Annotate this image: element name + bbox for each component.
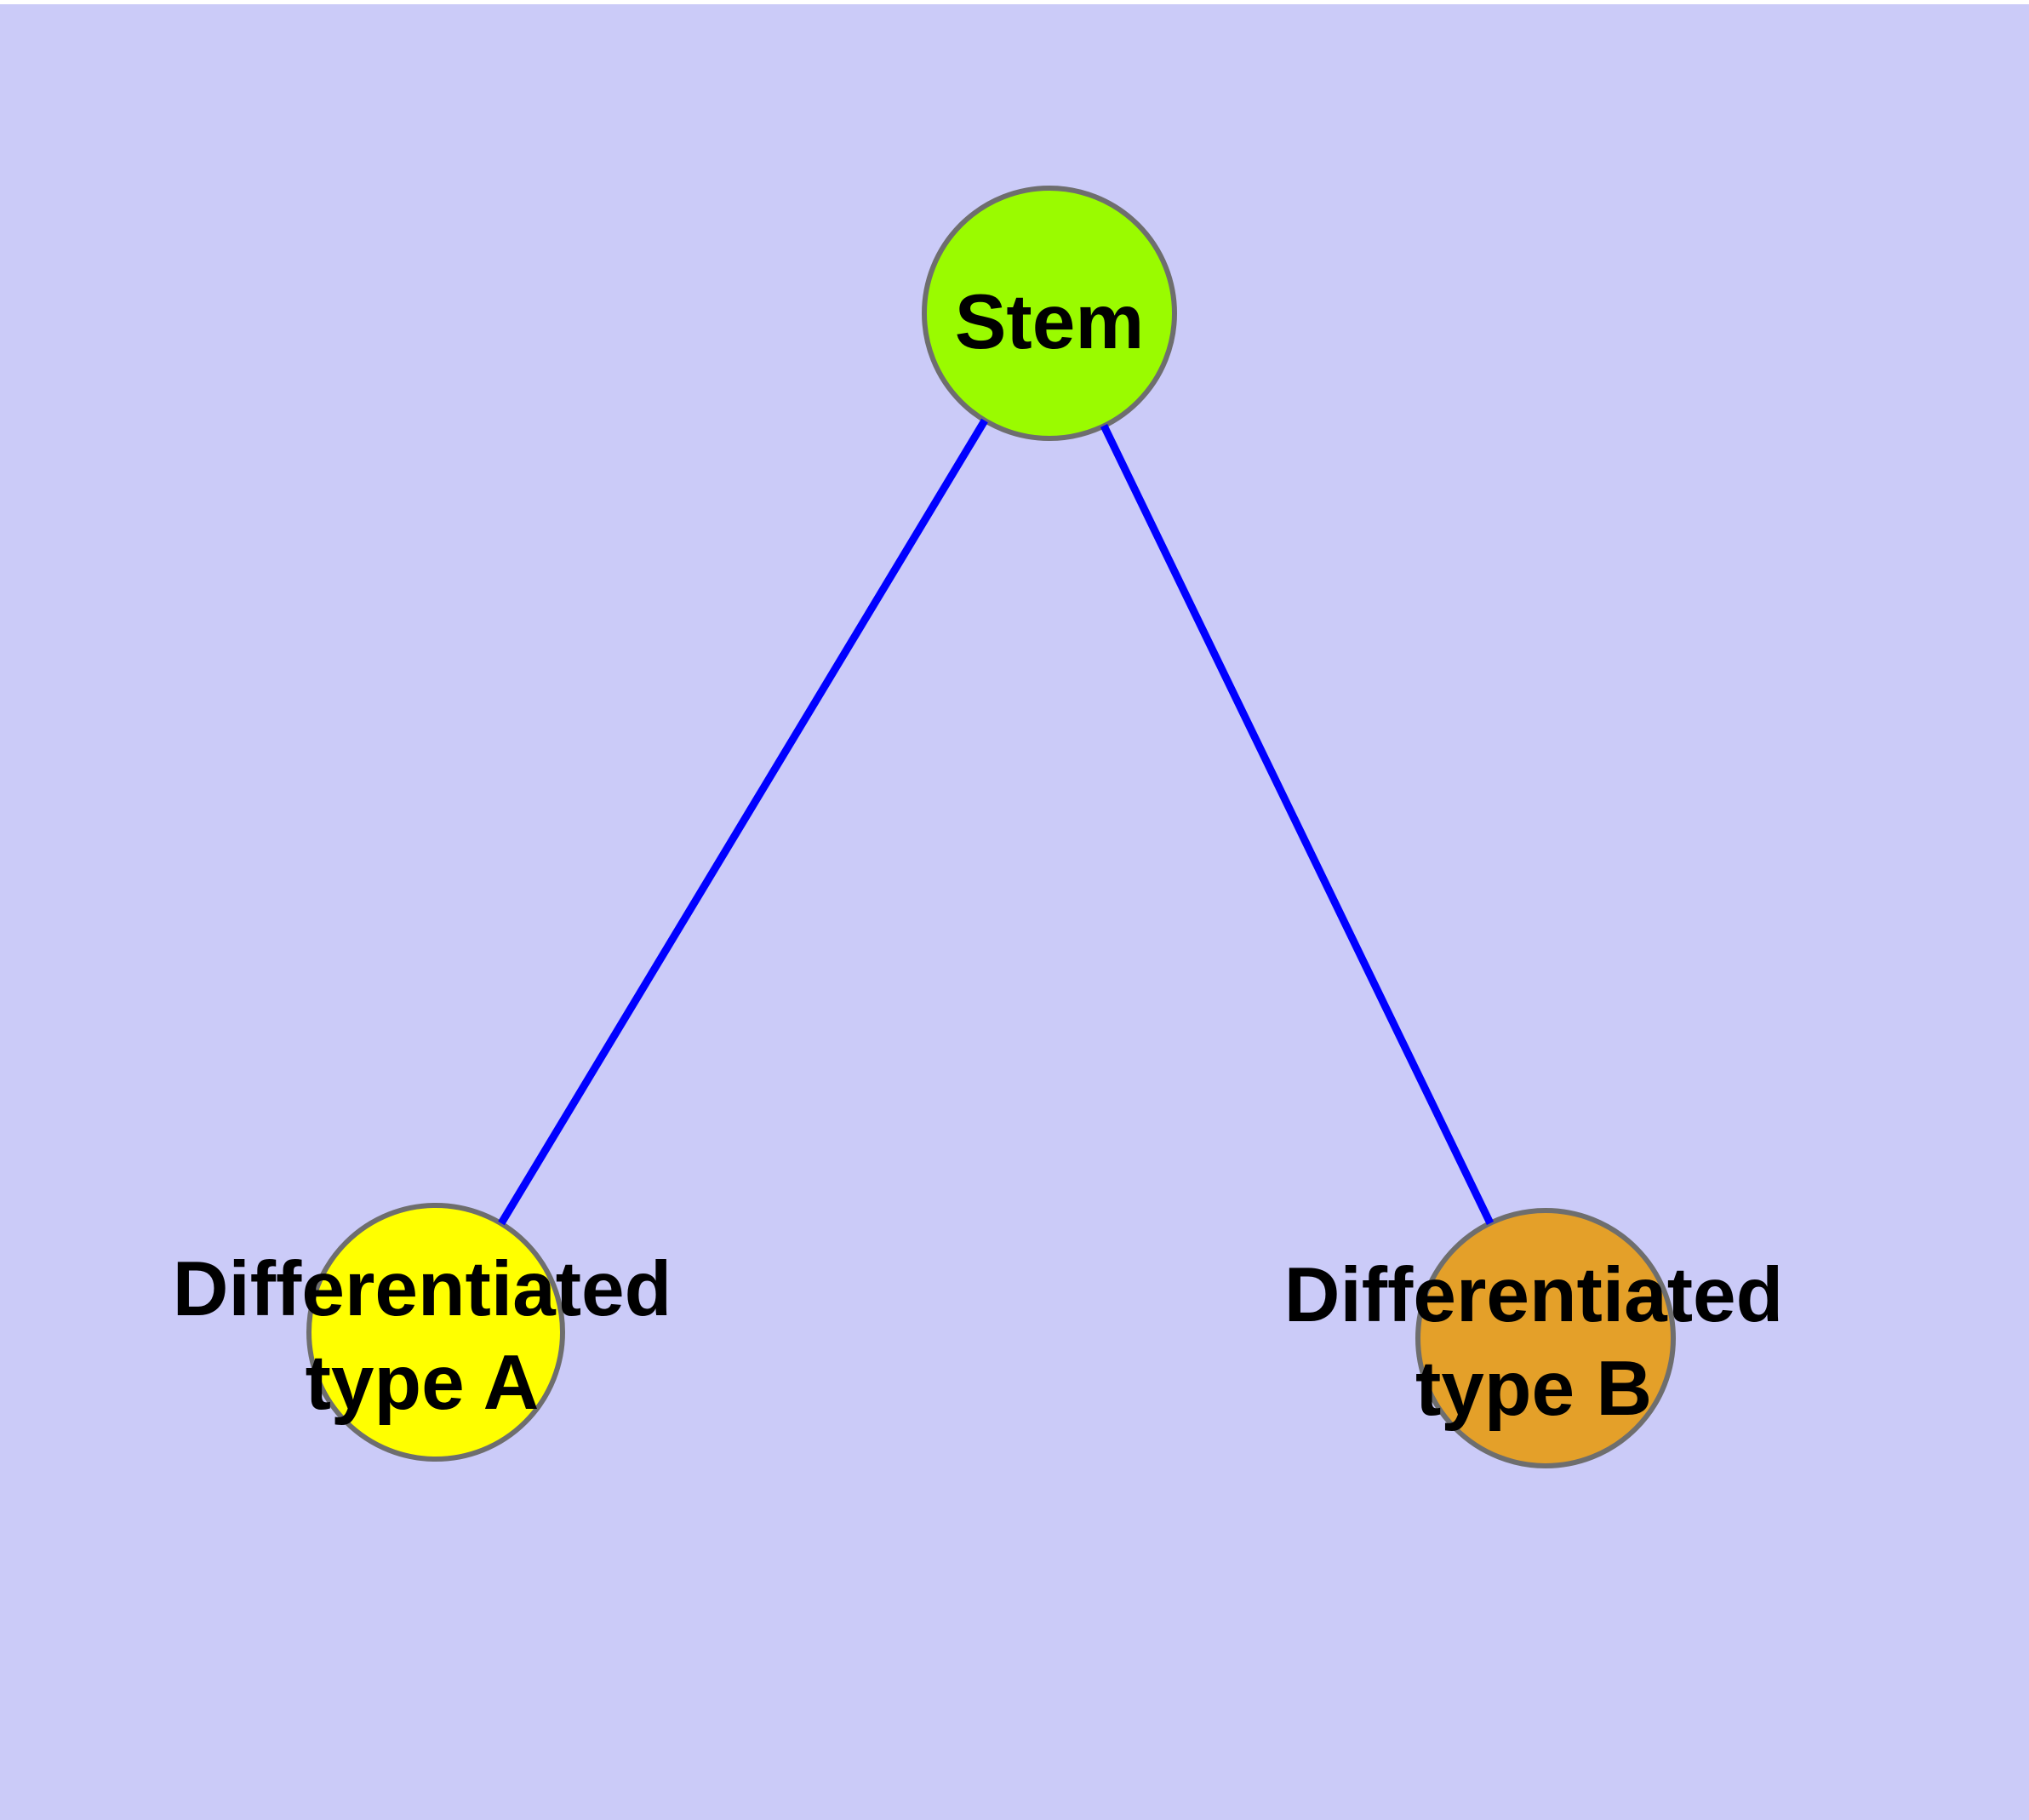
edge-stem-to-type-b [1100, 424, 1495, 1225]
node-differentiated-type-a-label-line2: type A [306, 1340, 540, 1426]
node-differentiated-type-a-label-line1: Differentiated [173, 1246, 672, 1332]
edge-stem-to-type-a [498, 418, 988, 1226]
node-differentiated-type-b-label-line2: type B [1415, 1346, 1652, 1432]
node-differentiated-type-b-circle [1415, 1208, 1676, 1468]
top-edge-strip [0, 0, 2029, 4]
node-differentiated-type-b-label-line1: Differentiated [1284, 1252, 1784, 1338]
node-differentiated-type-a-circle [306, 1203, 565, 1462]
node-stem-label: Stem [955, 279, 1145, 365]
node-stem-circle [922, 186, 1177, 441]
